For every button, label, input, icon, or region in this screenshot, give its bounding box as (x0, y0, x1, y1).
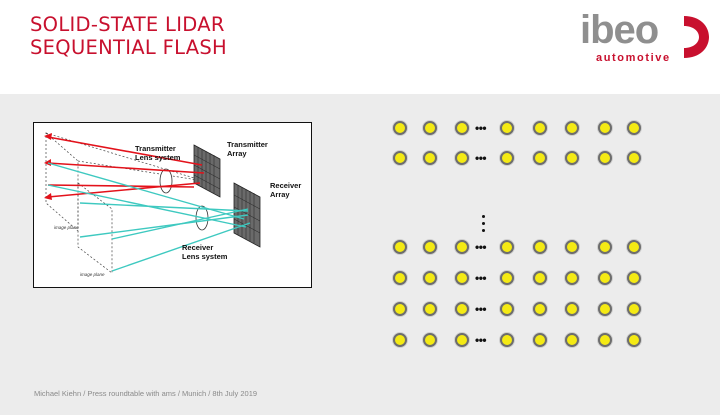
logo-tagline: automotive (596, 52, 671, 64)
ibeo-logo: ibeo automotive (580, 8, 710, 66)
title-line-1: SOLID-STATE LIDAR (30, 13, 225, 36)
transmitter-array-icon (193, 144, 221, 198)
title-line-2: SEQUENTIAL FLASH (30, 36, 228, 59)
slide-title: SOLID-STATE LIDAR SEQUENTIAL FLASH (30, 13, 227, 59)
slide-footer: Michael Kiehn / Press roundtable with am… (34, 389, 258, 398)
lidar-diagram: Transmitter Lens system Transmitter Arra… (33, 122, 312, 288)
logo-mark-icon (684, 16, 709, 58)
transmitter-lens-icon (159, 168, 173, 194)
transmitter-array-label: Transmitter Array (227, 140, 268, 158)
logo-wordmark: ibeo (580, 8, 659, 52)
image-plane-label-1: image plane (54, 225, 79, 230)
image-plane-label-2: image plane (80, 272, 105, 277)
transmitter-lens-label: Transmitter Lens system (135, 144, 181, 162)
slide-header: SOLID-STATE LIDAR SEQUENTIAL FLASH ibeo … (0, 0, 720, 94)
receiver-array-label: Receiver Array (270, 181, 302, 199)
lidar-diagram-drawing (44, 132, 261, 274)
receiver-lens-label: Receiver Lens system (182, 243, 228, 261)
